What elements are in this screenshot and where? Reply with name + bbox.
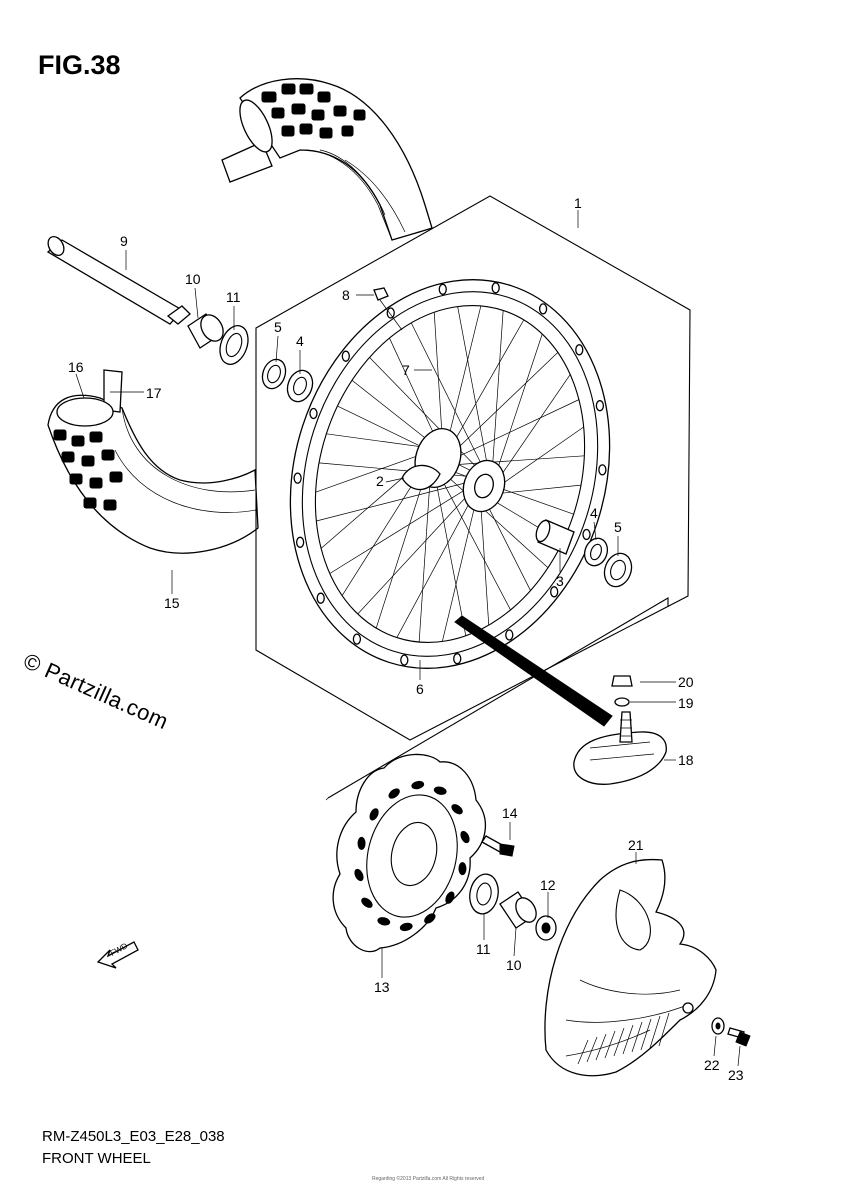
washer-22[interactable] [711,1017,725,1035]
fwd-arrow: FWD [96,941,139,969]
figure-name: FRONT WHEEL [42,1150,151,1167]
callout-12: 12 [540,877,556,893]
callout-9: 9 [120,233,128,249]
assembly-boundary [255,195,691,801]
callout-16: 16 [68,359,84,375]
callout-21: 21 [628,837,644,853]
callout-5b: 5 [614,519,622,535]
callout-4a: 4 [296,333,304,349]
callout-10a: 10 [185,271,201,287]
callout-1: 1 [574,195,582,211]
rim-lock-pointer [454,615,613,727]
callout-4b: 4 [590,505,598,521]
callout-13: 13 [374,979,390,995]
dust-seal-right[interactable] [467,872,502,916]
nut-8[interactable] [373,287,389,301]
callout-8: 8 [342,287,350,303]
callout-10b: 10 [506,957,522,973]
bolt-14[interactable] [481,835,515,857]
callout-19: 19 [678,695,694,711]
bearing-left[interactable] [283,367,316,405]
footer-note: Regarding ©2013 Partzilla.com All Rights… [372,1176,485,1182]
nut-20[interactable] [611,675,633,687]
callout-23: 23 [728,1067,744,1083]
collar-right[interactable] [499,891,540,929]
brake-disc[interactable] [332,753,486,953]
callout-14: 14 [502,805,518,821]
cap-12[interactable] [535,915,557,941]
tire-upper[interactable] [221,78,433,241]
collar-left[interactable] [187,311,228,349]
callout-18: 18 [678,752,694,768]
dust-seal-left[interactable] [215,322,253,368]
axle[interactable] [45,234,191,325]
callout-7: 7 [402,362,410,378]
callout-22: 22 [704,1057,720,1073]
rim-lock[interactable] [573,711,667,785]
washer-19[interactable] [614,697,630,707]
model-code: RM-Z450L3_E03_E28_038 [42,1128,225,1145]
callout-2: 2 [376,473,384,489]
callouts: 1 2 3 4 4 5 5 6 7 8 9 10 10 11 11 12 13 … [68,195,744,1083]
callout-3: 3 [556,573,564,589]
oil-seal-right[interactable] [600,550,636,591]
bolt-23[interactable] [727,1027,751,1047]
disc-cover[interactable] [544,858,717,1077]
callout-17: 17 [146,385,162,401]
oil-seal-left[interactable] [259,356,290,392]
callout-11b: 11 [476,941,491,957]
callout-6: 6 [416,681,424,697]
callout-20: 20 [678,674,694,690]
figure-title: FIG.38 [38,50,121,80]
wheel-assembly[interactable] [241,238,658,710]
leader-lines [75,210,741,1067]
tire-left[interactable] [47,369,259,554]
spacer[interactable] [534,519,575,555]
callout-15: 15 [164,595,180,611]
bearing-right[interactable] [581,535,611,569]
callout-11a: 11 [226,289,241,305]
callout-5a: 5 [274,319,282,335]
